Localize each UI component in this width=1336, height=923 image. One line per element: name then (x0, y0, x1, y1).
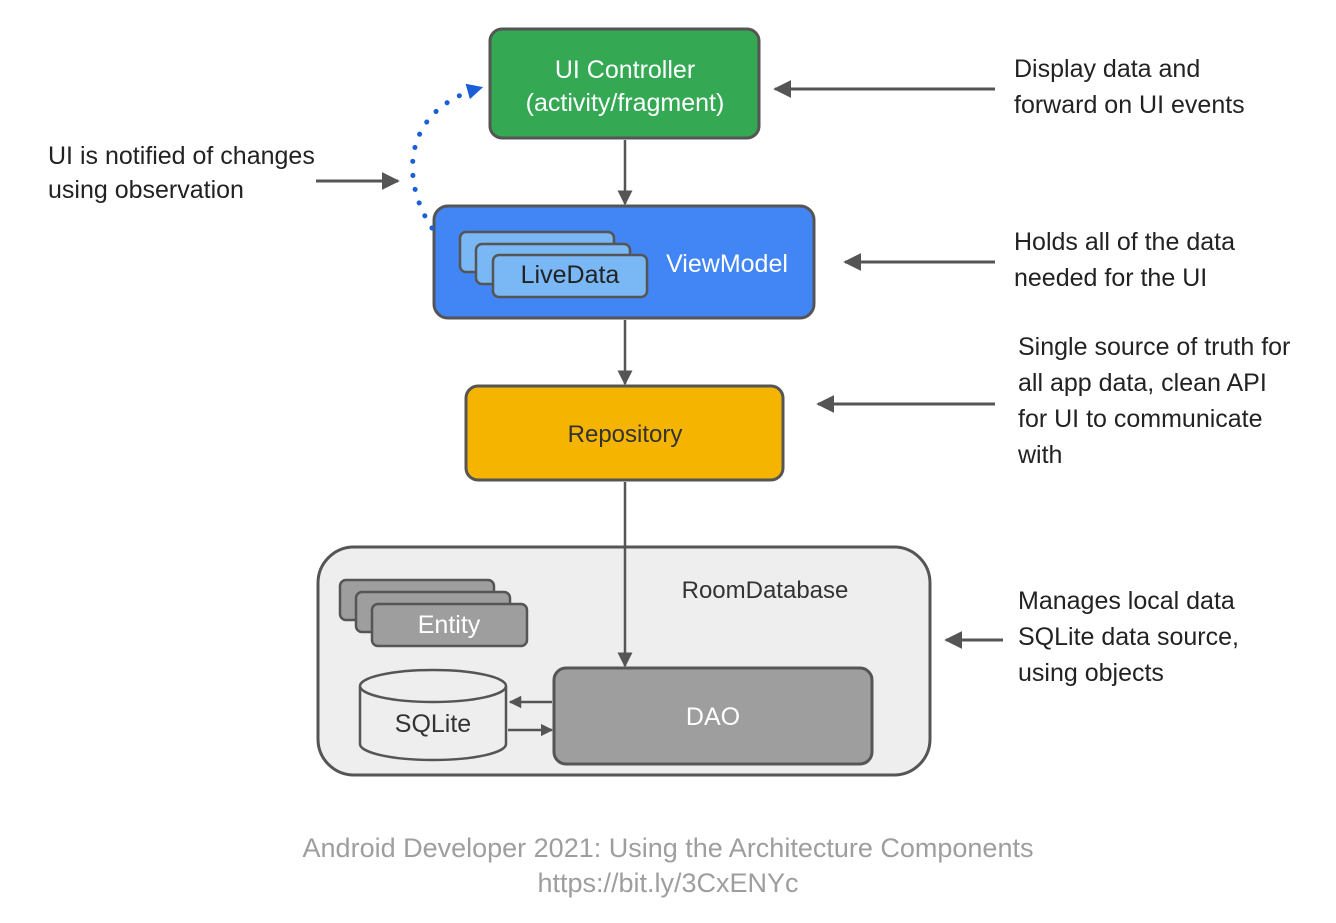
note-line: Display data and (1014, 55, 1201, 83)
room-database-label: RoomDatabase (682, 577, 849, 604)
live-data-label: LiveData (521, 261, 620, 289)
sqlite-cylinder (358, 668, 508, 762)
note-line: for UI to communicate (1018, 405, 1263, 433)
repository-label: Repository (568, 421, 683, 448)
dao-label: DAO (686, 703, 740, 731)
note-ui-controller: Display data and forward on UI events (1014, 51, 1245, 123)
note-view-model: Holds all of the data needed for the UI (1014, 224, 1235, 296)
ui-controller-node: UI Controller (activity/fragment) (488, 27, 761, 140)
entity-label: Entity (418, 611, 481, 639)
note-line: Holds all of the data (1014, 228, 1235, 256)
note-line: Manages local data (1018, 587, 1235, 615)
ui-controller-title: UI Controller (555, 56, 695, 84)
sqlite-label: SQLite (395, 710, 471, 738)
repository-box (464, 384, 785, 482)
note-line: using observation (48, 176, 244, 204)
view-model-label: ViewModel (666, 250, 788, 278)
note-line: all app data, clean API (1018, 369, 1267, 397)
note-line: with (1018, 441, 1063, 469)
ui-controller-subtitle: (activity/fragment) (526, 89, 725, 117)
note-line: using objects (1018, 659, 1164, 687)
entity-box (370, 602, 529, 648)
ui-controller-box (488, 27, 761, 140)
note-line: SQLite data source, (1018, 623, 1239, 651)
note-repository: Single source of truth for all app data,… (1018, 329, 1290, 473)
note-line: forward on UI events (1014, 91, 1245, 119)
note-observation: UI is notified of changes using observat… (48, 139, 315, 207)
dao-box (552, 666, 874, 766)
note-line: UI is notified of changes (48, 142, 315, 170)
note-line: needed for the UI (1014, 264, 1208, 292)
observer-dotted-arrow (410, 83, 484, 231)
repository-node: Repository (464, 384, 785, 482)
live-data-box (491, 253, 649, 299)
caption-link: https://bit.ly/3CxENYc (537, 868, 799, 898)
view-model-node: LiveData ViewModel (432, 204, 816, 320)
caption-title: Android Developer 2021: Using the Archit… (302, 833, 1034, 863)
note-line: Single source of truth for (1018, 333, 1291, 361)
note-room-database: Manages local data SQLite data source, u… (1018, 583, 1239, 691)
